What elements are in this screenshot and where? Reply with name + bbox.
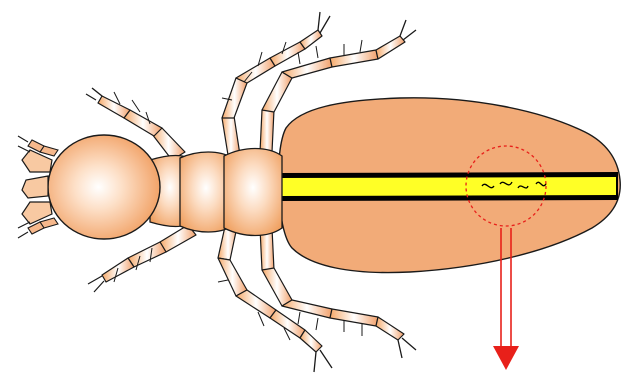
head — [18, 135, 160, 239]
thorax-segment-3 — [224, 149, 282, 236]
arrow-head — [493, 346, 519, 370]
mandibles — [18, 146, 52, 228]
head-capsule — [48, 135, 160, 239]
thorax — [150, 149, 282, 236]
gut-tract — [280, 172, 618, 201]
